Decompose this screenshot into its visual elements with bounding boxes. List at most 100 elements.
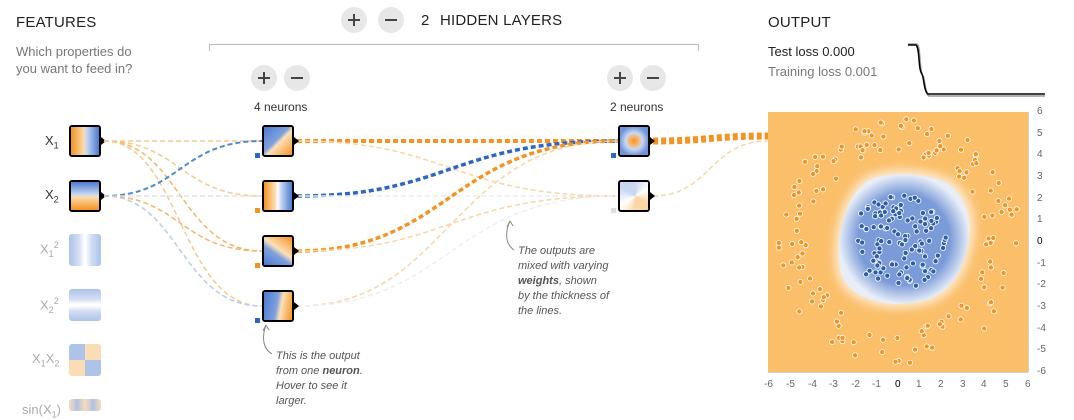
x-tick-5: 5 [1003, 379, 1009, 390]
link-n2-m1[interactable] [296, 139, 619, 198]
blue-sample-point [872, 213, 879, 220]
feature-node-x2-squared[interactable] [69, 289, 101, 321]
layer1-neuron-3[interactable] [262, 235, 294, 267]
layer2-neuron-1[interactable] [618, 125, 650, 157]
blue-sample-point [863, 271, 870, 278]
orange-sample-point [957, 146, 964, 153]
blue-sample-point [923, 227, 930, 234]
feature-node-x1x2[interactable] [69, 344, 101, 376]
remove-layer-button[interactable] [378, 7, 404, 33]
y-tick-3: 3 [1037, 171, 1043, 182]
layer2-neuron-2-arrow-icon [650, 192, 655, 200]
x-tick-0: 0 [895, 379, 901, 390]
orange-sample-point [871, 142, 878, 149]
link-m1-output[interactable] [652, 132, 769, 145]
orange-sample-point [969, 188, 976, 195]
orange-sample-point [802, 242, 809, 249]
orange-sample-point [795, 189, 802, 196]
network-links [103, 132, 769, 307]
link-n1-m2[interactable] [296, 140, 619, 197]
test-loss-curve [908, 44, 1045, 95]
y-tick-m4: -4 [1037, 323, 1046, 334]
heatmap-points [775, 116, 1020, 366]
blue-sample-point [874, 262, 881, 269]
layer1-neuron-3-bias[interactable] [255, 263, 260, 268]
layer1-neuron-count: 4 neurons [254, 100, 308, 114]
orange-sample-point [936, 321, 943, 328]
orange-sample-point [936, 137, 943, 144]
blue-sample-point [858, 210, 865, 217]
features-subtitle-line2: you want to feed in? [16, 61, 133, 76]
feature-x1x2-sub2: 2 [54, 358, 60, 369]
blue-sample-point [901, 192, 908, 199]
blue-sample-point [895, 279, 902, 286]
orange-sample-point [810, 198, 817, 205]
hidden-layers-label: HIDDEN LAYERS [440, 12, 563, 29]
blue-sample-point [875, 275, 882, 282]
feature-x2sq-sup: 2 [53, 296, 59, 306]
layer2-neuron-2-bias[interactable] [611, 208, 616, 213]
blue-sample-point [895, 231, 902, 238]
layer2-neuron-2[interactable] [618, 180, 650, 212]
output-heatmap[interactable] [768, 112, 1028, 372]
link-x2-n3[interactable] [103, 195, 263, 252]
link-n3-m2[interactable] [296, 195, 619, 252]
link-x1-n4[interactable] [103, 140, 263, 307]
x-tick-m5: -5 [786, 379, 795, 390]
orange-sample-point [852, 126, 859, 133]
layer1-remove-neuron-button[interactable] [284, 65, 310, 91]
orange-sample-point [995, 179, 1002, 186]
orange-sample-point [802, 158, 809, 165]
weights-note-line3b: , shown [558, 275, 597, 287]
blue-sample-point [875, 201, 882, 208]
blue-sample-point [930, 268, 937, 275]
layer1-neuron-1-bias[interactable] [255, 153, 260, 158]
blue-sample-point [934, 252, 941, 259]
link-n4-m1[interactable] [296, 140, 619, 307]
orange-sample-point [914, 125, 921, 132]
orange-sample-point [1013, 240, 1020, 247]
layer1-neuron-2[interactable] [262, 180, 294, 212]
feature-node-x2[interactable] [69, 180, 101, 212]
layer1-neuron-2-bias[interactable] [255, 208, 260, 213]
orange-sample-point [924, 131, 931, 138]
orange-sample-point [799, 250, 806, 257]
x-tick-3: 3 [960, 379, 966, 390]
feature-node-x1-squared[interactable] [69, 234, 101, 266]
orange-sample-point [895, 146, 902, 153]
x-tick-m3: -3 [829, 379, 838, 390]
add-layer-button[interactable] [341, 7, 367, 33]
orange-sample-point [937, 143, 944, 150]
link-x1-n2[interactable] [103, 140, 263, 197]
layer2-remove-neuron-button[interactable] [640, 65, 666, 91]
blue-sample-point [921, 253, 928, 260]
feature-sinx1-tail: ) [56, 402, 61, 417]
layer1-add-neuron-button[interactable] [251, 65, 277, 91]
neuron-note-line2: from one neuron. [276, 364, 363, 379]
feature-label-x1-squared: X12 [40, 240, 59, 259]
x-tick-1: 1 [916, 379, 922, 390]
feature-node-x1[interactable] [69, 125, 101, 157]
layer1-neuron-1[interactable] [262, 125, 294, 157]
link-x2-n4[interactable] [103, 195, 263, 307]
orange-sample-point [989, 169, 996, 176]
layer2-neuron-1-bias[interactable] [611, 153, 616, 158]
x-tick-m6: -6 [764, 379, 773, 390]
orange-sample-point [972, 151, 979, 158]
weights-note: The outputs are mixed with varying weigh… [518, 244, 609, 319]
link-x1-n3[interactable] [103, 140, 263, 252]
orange-sample-point [807, 275, 814, 282]
feature-label-x2-squared: X22 [40, 296, 59, 315]
feature-x2-sub: 2 [53, 194, 59, 205]
blue-sample-point [877, 223, 884, 230]
orange-sample-point [814, 163, 821, 170]
layer1-neuron-4[interactable] [262, 290, 294, 322]
blue-sample-point [912, 282, 919, 289]
link-x2-n1[interactable] [103, 140, 263, 197]
feature-node-sinx1[interactable] [69, 399, 101, 411]
link-m2-output[interactable] [652, 140, 769, 197]
layer1-neuron-4-bias[interactable] [255, 318, 260, 323]
layer2-add-neuron-button[interactable] [607, 65, 633, 91]
layer1-neuron-1-arrow-icon [294, 137, 299, 145]
minus-icon [385, 19, 397, 21]
